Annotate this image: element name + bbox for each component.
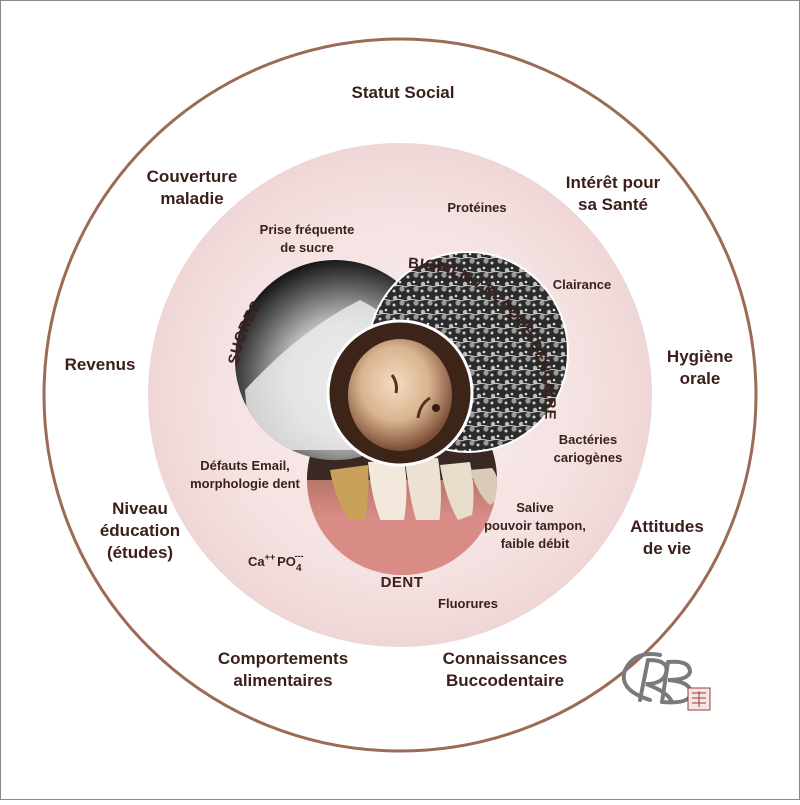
inner-ions: Ca++PO4--- [248, 551, 304, 574]
central-tooth [326, 319, 474, 467]
inner-defauts-email: Défauts Email,morphologie dent [190, 458, 300, 491]
outer-statut-social: Statut Social [352, 83, 455, 102]
inner-proteines: Protéines [447, 200, 506, 215]
inner-fluorures: Fluorures [438, 596, 498, 611]
outer-revenus: Revenus [65, 355, 136, 374]
inner-clairance: Clairance [553, 277, 612, 292]
signature-logo: RB [621, 652, 711, 711]
dent-title: DENT [381, 574, 424, 591]
